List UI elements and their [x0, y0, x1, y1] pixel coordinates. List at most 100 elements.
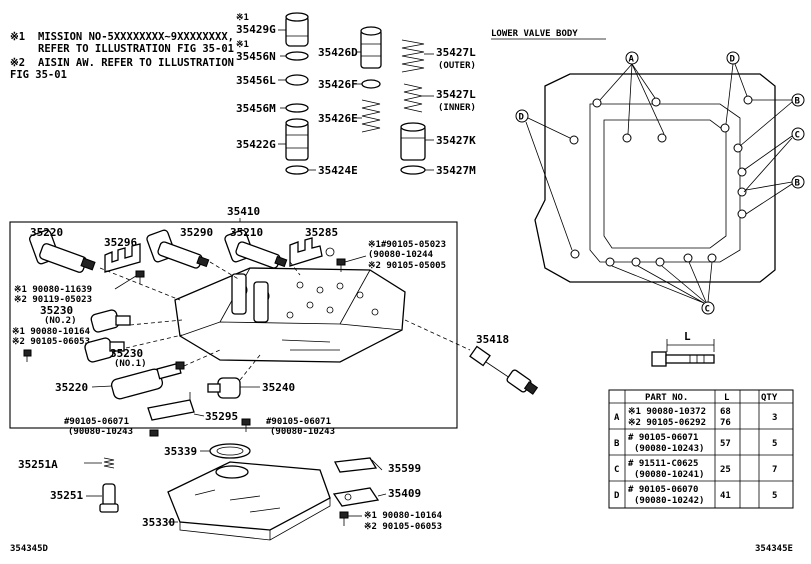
part-35251a-spring — [103, 457, 115, 469]
label-35230-no1: 35230 — [110, 347, 143, 360]
label-35424e: 35424E — [318, 164, 358, 177]
section-title: LOWER VALVE BODY — [491, 29, 578, 39]
label-35426f: 35426F — [318, 78, 358, 91]
row-b-part1: # 90105-06071 — [628, 433, 698, 443]
part-35230-no1 — [84, 337, 125, 363]
row-c-qty: 7 — [772, 465, 777, 475]
row-b-qty: 5 — [772, 439, 777, 449]
part-35220-solenoid-upper — [29, 229, 96, 273]
table-header-l: L — [724, 393, 730, 403]
valve-body-assembly: 35410 35220 — [9, 205, 458, 437]
label-35427m: 35427M — [436, 164, 476, 177]
bottom-parts: 35339 35330 35251A 35251 35599 — [18, 443, 443, 541]
label-35429g: 35429G — [236, 23, 276, 36]
dim-label-l: L — [684, 330, 691, 343]
label-35251a: 35251A — [18, 458, 58, 471]
bolt-lower-right — [241, 418, 251, 432]
row-b-part2: (90080-10243) — [634, 444, 704, 454]
part-35418-connector — [404, 319, 539, 395]
label-35220-upper: 35220 — [30, 226, 63, 239]
label-35290: 35290 — [180, 226, 213, 239]
label-35296: 35296 — [104, 236, 137, 249]
table-row: C # 91511-C0625 (90080-10241) 25 7 — [614, 459, 777, 480]
part-35339-seal — [209, 443, 251, 459]
row-a-part2: ※2 90105-06292 — [628, 418, 706, 428]
label-35456n: 35456N — [236, 50, 276, 63]
row-d-part1: # 90105-06070 — [628, 485, 698, 495]
bolt-dimension: L — [651, 330, 715, 367]
row-a-qty: 3 — [772, 413, 777, 423]
label-35427l-inner: 35427L — [436, 88, 476, 101]
label-bolt2-l1: ※1#90105-05023 — [368, 240, 446, 250]
callout-b-upper-letter: B — [795, 97, 801, 107]
label-35427l-outer: 35427L — [436, 46, 476, 59]
label-35599: 35599 — [388, 462, 421, 475]
callout-a-letter: A — [629, 55, 635, 65]
part-35230-no2 — [90, 309, 131, 333]
table-header-qty: QTY — [761, 393, 778, 403]
figure-code-right: 354345E — [755, 544, 793, 554]
bolt-table: PART NO. L QTY A ※1 90080-10372 ※2 90105… — [608, 389, 794, 509]
label-no2: (NO.2) — [44, 316, 77, 326]
label-35220-lower: 35220 — [55, 381, 88, 394]
row-a-l1: 68 — [720, 407, 731, 417]
label-bolt6-l1: ※1 90080-10164 — [364, 511, 443, 521]
part-35426d-valve — [360, 26, 382, 69]
label-35429g-mark: ※1 — [236, 13, 249, 23]
part-35330-strainer — [167, 461, 331, 541]
callout-d-left — [515, 109, 529, 123]
part-35429g-cap — [285, 12, 309, 47]
label-35251: 35251 — [50, 489, 83, 502]
label-inner: (INNER) — [438, 103, 476, 113]
bolt-upper-left — [135, 270, 145, 284]
row-d-part2: (90080-10242) — [634, 496, 704, 506]
note2-line1: AISIN AW. REFER TO ILLUSTRATION — [38, 57, 234, 69]
label-bolt3-l2: ※2 90105-06053 — [12, 337, 90, 347]
label-outer: (OUTER) — [438, 61, 476, 71]
callout-d-right-letter: D — [730, 55, 736, 65]
part-35220-solenoid-lower — [110, 361, 185, 400]
label-35456m: 35456M — [236, 102, 276, 115]
row-b-l1: 57 — [720, 439, 731, 449]
table-row: B # 90105-06071 (90080-10243) 57 5 — [614, 433, 777, 454]
bolt-mid-left — [23, 349, 32, 362]
callout-b-lower-letter: B — [795, 179, 801, 189]
note2-line2: FIG 35-01 — [10, 69, 67, 81]
callout-c-right — [791, 127, 805, 141]
assembly-frame — [9, 221, 458, 429]
row-a-part1: ※1 90080-10372 — [628, 407, 706, 417]
part-35295-bracket — [147, 392, 195, 421]
row-b-key: B — [614, 439, 620, 449]
label-35426d: 35426D — [318, 46, 358, 59]
part-35422g-sleeve — [285, 118, 309, 161]
row-d-key: D — [614, 491, 620, 501]
label-35230-no2: 35230 — [40, 304, 73, 317]
part-35427k-plug — [400, 122, 426, 161]
label-bolt4-l2: (90080-10243 — [68, 427, 133, 437]
label-35426e: 35426E — [318, 112, 358, 125]
callout-c-bottom-letter: C — [705, 305, 710, 315]
valve-body-block — [174, 267, 406, 363]
label-bolt5-l2: (90080-10243 — [270, 427, 335, 437]
top-parts: ※1 35429G ※1 35456N 35456L 35456M 35422G… — [236, 12, 476, 177]
lower-valve-body: LOWER VALVE BODY A — [491, 29, 805, 315]
part-35290-solenoid — [146, 229, 210, 269]
row-d-l1: 41 — [720, 491, 731, 501]
label-bolt6-l2: ※2 90105-06053 — [364, 522, 442, 532]
part-35456m-ring — [285, 103, 309, 113]
label-35339: 35339 — [164, 445, 197, 458]
part-35296-bracket — [104, 243, 141, 273]
label-35456n-mark: ※1 — [236, 40, 249, 50]
row-a-key: A — [614, 413, 620, 423]
label-bolt2-l3: ※2 90105-05005 — [368, 261, 446, 271]
label-bolt4-l1: #90105-06071 — [64, 417, 129, 427]
part-35285-bracket — [289, 237, 335, 267]
part-35424e-ring — [285, 165, 309, 175]
row-c-part2: (90080-10241) — [634, 470, 704, 480]
label-no1: (NO.1) — [114, 359, 147, 369]
row-a-l2: 76 — [720, 418, 731, 428]
part-35426f-ring — [361, 79, 381, 89]
label-35295: 35295 — [205, 410, 238, 423]
part-35409-bracket — [332, 487, 380, 507]
